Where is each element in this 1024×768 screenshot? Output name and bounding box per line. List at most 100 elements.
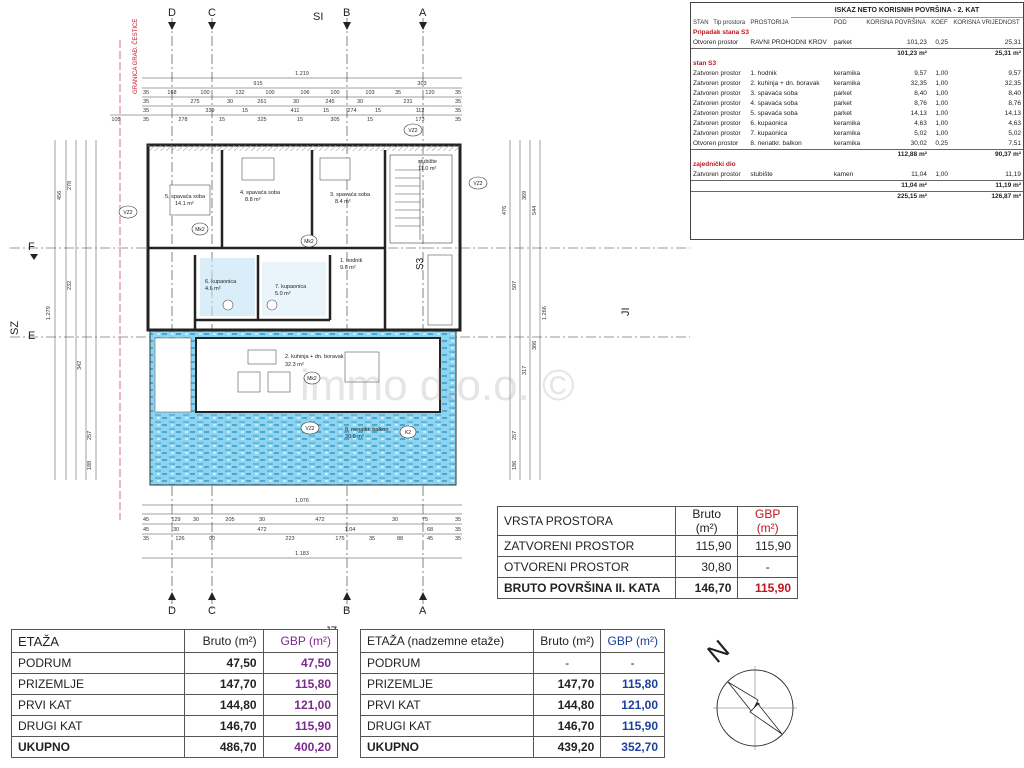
sofa xyxy=(247,349,277,365)
dim-right: 544 xyxy=(532,206,538,215)
dim-bottom: 45 xyxy=(427,536,433,542)
col-header: GBP (m²) xyxy=(600,629,665,653)
col-header: Bruto (m²) xyxy=(532,629,602,653)
dim-bottom: 30 xyxy=(392,517,398,523)
col-header: Bruto (m²) xyxy=(184,629,264,653)
dim-bottom: 1.076 xyxy=(295,498,309,504)
room-label: 1. hodnik xyxy=(340,258,363,264)
dim-bottom: 35 xyxy=(455,527,461,533)
dim-bottom: 205 xyxy=(225,517,234,523)
total-sum: 225,15 m² xyxy=(863,191,929,202)
dim-bottom: 129 xyxy=(171,517,180,523)
wall-tag: VZ2 xyxy=(305,426,314,432)
dim-bottom: 175 xyxy=(335,536,344,542)
dim-top: 278 xyxy=(178,117,187,123)
dim-bottom: 88 xyxy=(397,536,403,542)
surface-table-title: ISKAZ NETO KORISNIH POVRŠINA - 2. KAT xyxy=(791,3,1023,18)
section-marker xyxy=(208,592,216,600)
dim-right-overall: 1.266 xyxy=(542,306,548,320)
dim-top: 274 xyxy=(347,108,356,114)
armchair xyxy=(267,371,291,393)
room-area: 9.6 m² xyxy=(340,265,356,271)
col-header: POD xyxy=(833,20,847,26)
room-area: 8.8 m² xyxy=(245,197,261,203)
total-sum: 126,87 m² xyxy=(950,191,1023,202)
dim-bottom: 30 xyxy=(173,527,179,533)
dim-top: 30 xyxy=(357,99,363,105)
dim-bottom: 68 xyxy=(427,527,433,533)
col-header: KORISNA VRIJEDNOST xyxy=(953,20,1020,26)
section-label-b: B xyxy=(343,7,350,19)
dim-bottom: 35 xyxy=(143,536,149,542)
dim-top: 15 xyxy=(367,117,373,123)
room-label: 3. spavaća soba xyxy=(330,192,371,198)
section-title: zajednički dio xyxy=(693,161,736,168)
col-header: Tip prostora xyxy=(713,20,746,26)
wall-tag: VZ2 xyxy=(123,210,132,216)
dim-top: 100 xyxy=(200,90,209,96)
wall-tag: Mk2 xyxy=(307,376,317,382)
dim-top: 275 xyxy=(190,99,199,105)
dim-bottom: 1.04 xyxy=(345,527,356,533)
dim-top: 168 xyxy=(167,90,176,96)
dim-bottom-overall: 1.183 xyxy=(295,551,309,557)
bed xyxy=(241,157,275,181)
section-sum: 112,88 m² xyxy=(863,149,929,160)
dim-top: 15 xyxy=(297,117,303,123)
section-marker xyxy=(343,592,351,600)
dim-top: 103 xyxy=(365,90,374,96)
dim-bottom: 45 xyxy=(143,527,149,533)
dim-top: 35 xyxy=(395,90,401,96)
col-header: GBP (m²) xyxy=(262,629,339,653)
orientation-label-si: SI xyxy=(313,11,323,23)
dim-top: 15 xyxy=(219,117,225,123)
section-marker xyxy=(168,592,176,600)
dim-left: 188 xyxy=(87,461,93,470)
section-marker xyxy=(343,22,351,30)
table-row: Otvoren prostor RAVNI PROHODNI KROV park… xyxy=(693,39,1021,46)
col-header: ETAŽA xyxy=(11,629,185,653)
section-sum: 11,04 m² xyxy=(863,180,929,192)
dim-right: 317 xyxy=(522,366,528,375)
dim-top: 303 xyxy=(417,81,426,87)
dim-top: 120 xyxy=(425,90,434,96)
dim-top: 30 xyxy=(227,99,233,105)
dim-bottom: 75 xyxy=(422,517,428,523)
dim-top: 173 xyxy=(415,117,424,123)
armchair xyxy=(237,371,261,393)
dim-bottom: 472 xyxy=(315,517,324,523)
orientation-label-ji: JI xyxy=(620,307,632,316)
dim-top: 305 xyxy=(330,117,339,123)
section-marker xyxy=(168,22,176,30)
dim-top: 35 xyxy=(143,117,149,123)
dim-top: 339 xyxy=(205,108,214,114)
dim-top-overall: 1.219 xyxy=(295,71,309,77)
dim-top: 112 xyxy=(416,108,425,114)
orientation-label-sz: SZ xyxy=(9,321,21,335)
orientation-label-jz: JZ xyxy=(325,625,338,630)
dim-top: 35 xyxy=(455,117,461,123)
section-label-e: E xyxy=(28,330,35,342)
room-label: 4. spavaća soba xyxy=(240,190,281,196)
wall-tag: Mk2 xyxy=(304,239,314,245)
dim-bottom: 90 xyxy=(209,536,215,542)
wall-tag: Mk2 xyxy=(195,227,205,233)
wall-tag: VZ2 xyxy=(473,181,482,187)
dim-left: 278 xyxy=(67,181,73,190)
section-label-d-bottom: D xyxy=(168,605,176,617)
dim-bottom: 35 xyxy=(369,536,375,542)
dim-top: 915 xyxy=(253,81,262,87)
dim-top: 261 xyxy=(257,99,266,105)
room-label: 6. kupaonica xyxy=(205,279,237,285)
section-sum: 11,19 m² xyxy=(950,180,1023,192)
section-label-b-bottom: B xyxy=(343,605,350,617)
